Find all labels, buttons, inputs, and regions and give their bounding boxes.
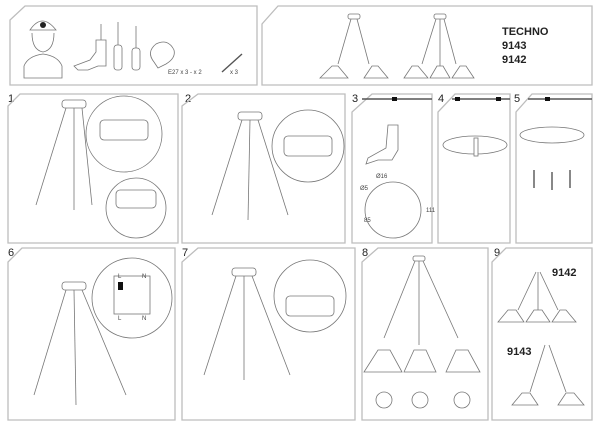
step-5-panel: 5 xyxy=(514,93,593,244)
step-7-panel: 7 xyxy=(181,247,356,421)
variant-label: 9142 xyxy=(552,267,576,279)
terminal-label-live: L xyxy=(118,316,122,322)
lamp-9142-preview xyxy=(403,13,475,79)
step-6-panel: 6 L N L N xyxy=(7,247,176,421)
lamp-9143-preview xyxy=(319,13,389,79)
step-8-panel: 8 xyxy=(361,247,489,421)
dimension-label: Ø5 xyxy=(360,186,369,192)
step-9-panel: 9 9142 9143 xyxy=(491,247,593,421)
terminal-label-live: L xyxy=(118,274,122,280)
light-bulb-icon xyxy=(150,41,175,69)
step-4-panel: 4 xyxy=(437,93,511,244)
step-3-panel: 3 Ø16 Ø5 111 85 xyxy=(351,93,436,244)
screw-anchor-icon xyxy=(221,53,243,73)
electrician-icon xyxy=(23,20,63,79)
step-1-panel: 1 xyxy=(7,93,179,244)
step-number: 7 xyxy=(182,247,188,259)
screwdriver-phillips-icon xyxy=(113,22,123,71)
dimension-label: 111 xyxy=(426,208,436,214)
step-number: 8 xyxy=(362,247,368,259)
step-2-panel: 2 xyxy=(181,93,346,244)
screwdriver-flat-icon xyxy=(131,26,141,71)
step-number: 5 xyxy=(514,93,520,105)
product-name: TECHNO xyxy=(502,26,549,38)
step-number: 6 xyxy=(8,247,14,259)
bulb-quantity-note: E27 x 3 - x 2 xyxy=(168,70,202,76)
screw-quantity-note: x 3 xyxy=(230,70,239,76)
dimension-label: Ø16 xyxy=(376,174,388,180)
step-number: 4 xyxy=(438,93,444,105)
model-code: 9143 xyxy=(502,40,526,52)
terminal-label-neutral: N xyxy=(142,316,146,322)
product-panel: TECHNO 9143 9142 xyxy=(261,5,593,86)
step-number: 9 xyxy=(494,247,500,259)
model-code: 9142 xyxy=(502,54,526,66)
variant-label: 9143 xyxy=(507,346,531,358)
dimension-label: 85 xyxy=(364,218,371,224)
step-number: 3 xyxy=(352,93,358,105)
tools-panel: E27 x 3 - x 2 x 3 xyxy=(9,5,258,86)
terminal-label-neutral: N xyxy=(142,274,146,280)
step-number: 2 xyxy=(185,93,191,105)
drill-icon xyxy=(73,24,107,71)
step-number: 1 xyxy=(8,93,14,105)
